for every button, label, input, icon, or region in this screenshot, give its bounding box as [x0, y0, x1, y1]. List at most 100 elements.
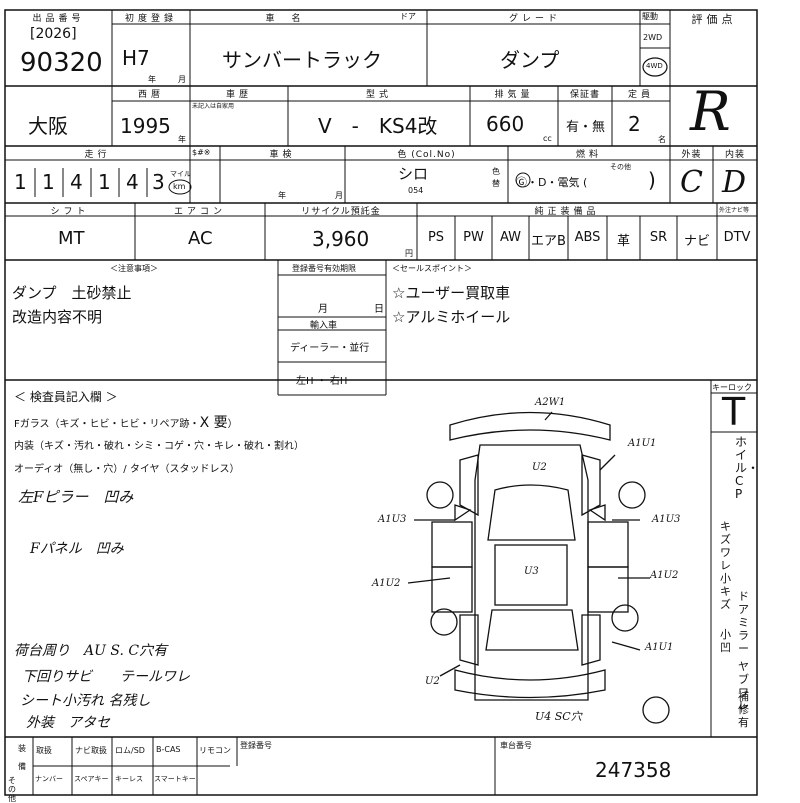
footer-item: B-CAS: [156, 745, 181, 754]
shift-value: MT: [58, 228, 85, 249]
dealer-label: ディーラー・並行: [290, 343, 370, 354]
inspection-year-unit: 年: [278, 191, 286, 200]
caution-line: ダンプ 土砂禁止: [12, 284, 132, 302]
equipment-sr: SR: [649, 230, 668, 245]
hand-note: 外装 アタセ: [26, 715, 110, 731]
score-label: 評価点: [691, 13, 737, 26]
equipment-navi: ナビ: [683, 234, 710, 249]
car-history-label: 車歴: [225, 90, 252, 100]
sales-point: ☆アルミホイール: [392, 308, 511, 326]
exterior-grade: C: [680, 165, 703, 200]
inspection-title: ＜ 検査員記入欄 ＞: [14, 390, 118, 404]
lot-number-label: 出品番号: [32, 14, 85, 24]
exterior-label: 外装: [681, 150, 702, 160]
registration-month: 月: [318, 304, 328, 315]
side-note: 小凹: [720, 628, 731, 654]
glass-mark: X 要: [199, 415, 228, 431]
capacity-label: 定員: [627, 90, 654, 100]
equipment-ps: PS: [427, 230, 445, 245]
footer-item: キーレス: [115, 775, 143, 783]
mileage-digit: 3: [152, 170, 165, 194]
footer-item: ナビ取扱: [75, 746, 107, 755]
drive-4wd: 4WD: [646, 62, 663, 70]
hand-note: 荷台周り AU S. C穴有: [14, 643, 168, 659]
side-note: ヤブ ワレ: [738, 660, 749, 712]
ac-value: AC: [188, 228, 213, 249]
warranty-value: 有・無: [566, 120, 606, 135]
hand-note: Fパネル 凹み: [30, 541, 124, 557]
color-number: 054: [408, 186, 424, 195]
model-value: V - KS4改: [318, 114, 438, 138]
side-note: ドアミラー: [738, 590, 749, 655]
caution-line: 改造内容不明: [12, 308, 103, 326]
shift-label: シフト: [50, 207, 90, 217]
registration-day: 日: [374, 304, 384, 315]
car-name: サンバートラック: [222, 48, 382, 72]
grade-value: ダンプ: [500, 48, 560, 72]
car-name-label: 車 名: [265, 14, 305, 24]
color-value: シロ: [398, 165, 429, 183]
damage-mark: A1U3: [652, 514, 681, 525]
yen-unit: 円: [405, 249, 413, 258]
side-note: 補修有: [738, 690, 749, 729]
mileage-label: 走行: [84, 150, 111, 160]
year-value: 1995: [120, 114, 171, 138]
year-tag: [2026]: [30, 26, 77, 42]
fuel-close: ): [648, 168, 656, 192]
damage-mark: A1U1: [628, 438, 657, 449]
damage-mark: A2W1: [535, 397, 566, 408]
glass-close: ）: [227, 419, 238, 430]
footer-item: ナンバー: [35, 775, 63, 783]
first-registration-label: 初度登録: [124, 14, 177, 24]
hand-note: 左Fピラー 凹み: [18, 488, 134, 506]
capacity-value: 2: [628, 112, 641, 136]
caution-label: ＜注意事項＞: [110, 264, 158, 273]
side-note-wheel: ホイル・CP: [735, 435, 760, 501]
equipment-abs: ABS: [574, 230, 601, 245]
displacement-label: 排気量: [494, 90, 534, 100]
month-unit: 月: [178, 75, 186, 84]
interior-grade: D: [722, 165, 747, 200]
interior-line: 内装（キズ・汚れ・破れ・シミ・コゲ・穴・キレ・破れ・割れ）: [14, 441, 304, 452]
score-value: R: [690, 80, 731, 143]
equip-label: 装備: [18, 744, 26, 771]
recycle-label: リサイクル預託金: [301, 207, 381, 217]
car-history-note: 未記入は自家用: [192, 103, 235, 110]
damage-mark: U3: [524, 566, 539, 577]
fuel-value: Ⓖ・D・電気 (: [516, 176, 588, 189]
sales-point-label: ＜セールスポイント＞: [392, 264, 472, 273]
equipment-pw: PW: [463, 230, 484, 245]
footer-item: スペアキー: [74, 775, 109, 783]
region: 大阪: [28, 114, 68, 138]
import-label: 輸入車: [310, 321, 338, 331]
year-label: 西暦: [137, 90, 164, 100]
extra-label: 外注ナビ等: [719, 207, 750, 214]
interior-label: 内装: [724, 150, 745, 160]
fuel-other-label: その他: [610, 163, 631, 171]
recycle-value: 3,960: [312, 227, 370, 251]
equipment-leather: 革: [616, 234, 630, 249]
registration-expiry-label: 登録番号有効期限: [292, 264, 356, 273]
mile-unit: マイル: [170, 170, 191, 178]
hand-note: 下回りサビ テールワレ: [22, 669, 190, 685]
drive-label: 駆動: [642, 12, 658, 21]
equipment-airbag: エアB: [531, 234, 566, 249]
year-unit: 年: [148, 75, 156, 84]
mileage-digit: 4: [70, 170, 83, 194]
damage-mark: A1U2: [650, 570, 679, 581]
grade-label: グレード: [508, 14, 561, 24]
inspection-label: 車検: [269, 150, 296, 160]
equipment-dtv: DTV: [723, 230, 751, 245]
damage-mark: U2: [425, 676, 440, 687]
side-note: キズ ワレ: [720, 520, 731, 572]
color-change-label: 色替: [492, 167, 500, 188]
side-note: 小キズ: [720, 572, 731, 611]
model-label: 型式: [365, 90, 392, 100]
damage-mark: A1U2: [372, 578, 401, 589]
audio-tire-line: オーディオ（無し・穴）/ タイヤ（スタッドレス）: [14, 464, 240, 475]
glass-text: Fガラス（キズ・ヒビ・ヒビ・リペア跡・: [14, 419, 200, 430]
capacity-unit: 名: [658, 135, 666, 144]
s-label: $#※: [192, 148, 211, 157]
ac-label: エアコン: [173, 207, 226, 217]
